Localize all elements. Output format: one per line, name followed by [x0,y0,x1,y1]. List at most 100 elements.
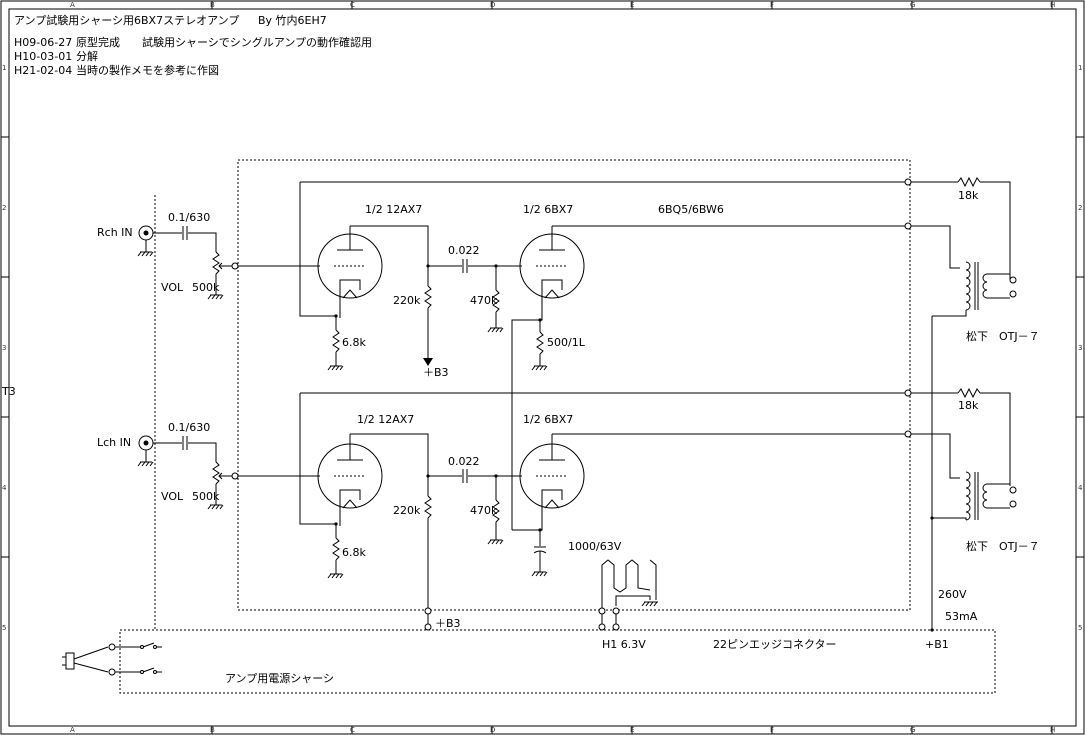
b1-label: +B1 [925,638,949,651]
row-label-5: 5 [2,624,6,632]
potentiometer-icon [212,251,225,275]
rch-rcathode-label: 6.8k [342,336,366,349]
rch-tube2-label: 1/2 6BX7 [523,203,573,216]
side-mark: T3 [1,385,16,398]
output-transformer-icon [965,261,1017,311]
vacuum-tube-icon [317,434,383,509]
lch-ccathode-label: 1000/63V [568,540,622,553]
rca-jack-icon [138,435,154,451]
col-label-f-bottom: F [770,726,774,734]
row-label-2-right: 2 [1078,204,1082,212]
potentiometer-icon [212,461,225,485]
b3-arrow-icon [423,358,433,366]
row-label-2: 2 [2,204,6,212]
switch-icon [140,642,162,649]
row-label-3: 3 [2,344,6,352]
rch-input-label: Rch IN [97,226,133,239]
power-plug-icon [62,643,140,676]
rca-jack-icon [138,225,154,241]
rch-ccoupling-label: 0.022 [448,244,480,257]
col-label-h-bottom: H [1050,726,1055,734]
inner-frame [8,8,1077,727]
rch-circuit: Rch IN 0.1/630 VOL 500k 1/2 12AX7 1/2 6B… [97,176,1040,530]
row-label-1: 1 [2,64,6,72]
current-label: 53mA [945,610,978,623]
rch-rplate-label: 220k [393,294,421,307]
ground-icon [327,573,344,579]
lch-rcathode-label: 6.8k [342,546,366,559]
col-label-c: C [350,1,355,9]
power-chassis-box [119,629,996,694]
ground-icon [137,251,154,257]
ground-icon [487,327,504,333]
lch-ccoupling-label: 0.022 [448,455,480,468]
amp-chassis-box [237,159,911,611]
switch-icon [140,667,162,674]
heater-label: H1 6.3V [602,638,646,651]
voltage-label: 260V [938,588,967,601]
lch-rgrid-label: 470k [470,504,498,517]
rch-rcathode2-label: 500/1L [547,336,586,349]
rch-b3-label: ＋B3 [423,366,449,379]
lch-circuit: Lch IN 0.1/630 VOL 500k 1/2 12AX7 1/2 6B… [97,387,1040,608]
lch-rfeedback-label: 18k [958,399,979,412]
col-label-e-bottom: E [630,726,634,734]
rch-vol-value: 500k [192,281,220,294]
connector-label: 22ピンエッジコネクター [713,638,837,651]
capacitor-icon [182,436,188,450]
rch-rgrid-label: 470k [470,294,498,307]
vacuum-tube-icon [519,226,585,299]
ground-icon [327,365,344,371]
ground-icon [487,539,504,545]
supply-b3-label: ＋B3 [435,617,461,630]
row-label-5-right: 5 [1078,624,1082,632]
row-label-4-right: 4 [1078,484,1083,492]
col-label-b: B [210,1,215,9]
row-label-4: 4 [2,484,7,492]
resistor-icon [332,329,340,353]
rch-cap-in-label: 0.1/630 [168,211,210,224]
history-date-2: H10-03-01 [14,50,72,63]
history-note-1: 原型完成 試験用シャーシでシングルアンプの動作確認用 [76,35,372,49]
ground-icon [207,504,224,510]
vacuum-tube-icon [317,226,383,299]
ground-icon [641,601,658,607]
sheet-title: アンプ試験用シャーシ用6BX7ステレオアンプ [14,13,239,27]
ground-icon [137,461,154,467]
row-label-1-right: 1 [1078,64,1082,72]
col-label-f: F [770,1,774,9]
lch-cap-in-label: 0.1/630 [168,421,210,434]
chassis-label: アンプ用電源シャーシ [225,671,334,685]
col-label-d: D [490,1,495,9]
lch-input-label: Lch IN [97,436,131,449]
col-label-a-bottom: A [70,726,75,734]
rch-tube1-label: 1/2 12AX7 [365,203,422,216]
col-label-g: G [910,1,915,9]
rch-6bq5-label: 6BQ5/6BW6 [658,203,724,216]
ground-icon [531,365,548,371]
supply-circuit: ＋B3 H1 6.3V 22ピンエッジコネクター +B1 260V 53mA ア… [62,316,978,685]
lch-tube2-label: 1/2 6BX7 [523,413,573,426]
history-date-3: H21-02-04 [14,64,72,77]
col-label-c-bottom: C [350,726,355,734]
col-label-e: E [630,1,634,9]
lch-rplate-label: 220k [393,504,421,517]
history-note-3: 当時の製作メモを参考に作図 [76,63,219,77]
lch-tube1-label: 1/2 12AX7 [357,413,414,426]
ground-icon [207,294,224,300]
history-note-2: 分解 [76,49,98,63]
col-label-d-bottom: D [490,726,495,734]
history-date-1: H09-06-27 [14,36,72,49]
vacuum-tube-icon [519,434,585,509]
ground-icon [531,571,548,577]
row-label-3-right: 3 [1078,344,1082,352]
capacitor-icon [182,226,188,240]
output-transformer-icon [965,471,1017,521]
author: By 竹内6EH7 [258,13,327,27]
rch-rfeedback-label: 18k [958,189,979,202]
lch-transformer-label: 松下 OTJ－７ [966,539,1040,553]
